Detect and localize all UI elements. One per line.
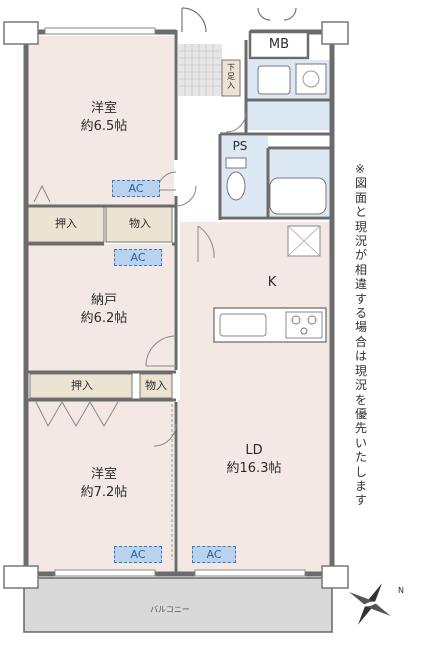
toilet-bowl	[226, 171, 246, 201]
balcony-area	[23, 577, 333, 633]
western-room-2-area	[28, 400, 174, 572]
ac-western-room-2: AC	[114, 546, 162, 563]
mb-label: MB	[268, 37, 290, 52]
western-room-1-size: 約6.5帖	[80, 118, 128, 134]
mb-box	[248, 30, 310, 60]
monoire-1-area	[105, 205, 173, 243]
interior-walls	[26, 30, 332, 574]
shoe-box-area	[221, 59, 241, 97]
burner-1	[291, 315, 301, 325]
oshiire-2-label: 押入	[71, 379, 93, 392]
burner-2	[307, 315, 317, 325]
oshiire-2-area	[29, 373, 133, 399]
kitchen-label: K	[267, 275, 277, 290]
washer-pan	[295, 63, 327, 95]
western-room-1-label: 洋室 約6.5帖	[68, 100, 140, 135]
ac-storage-room: AC	[114, 249, 162, 266]
ld-k-area	[178, 222, 330, 572]
pillars	[3, 21, 349, 589]
compass-north-label: N	[398, 586, 404, 595]
shoe-box-label: 下足入	[227, 63, 235, 91]
door-swings	[145, 111, 247, 447]
western-room-2-name: 洋室	[90, 467, 117, 482]
western-room-2-size: 約7.2帖	[80, 484, 128, 500]
closet-folding-doors	[33, 184, 119, 428]
ac-western-room-1: AC	[112, 180, 160, 197]
ac-ld: AC	[192, 546, 236, 563]
ld-size: 約16.3帖	[226, 460, 282, 476]
washer-drain	[302, 70, 320, 88]
entrance-door	[181, 7, 297, 33]
toilet-area	[220, 136, 268, 216]
monoire-1-label: 物入	[129, 217, 151, 230]
disclaimer-note: ※図面と現況が相違する場合は現況を優先いたします	[355, 162, 368, 508]
ld-name: LD	[245, 443, 263, 458]
ld-label: LD 約16.3帖	[216, 442, 292, 477]
western-room-1-name: 洋室	[90, 101, 117, 116]
windows	[44, 27, 306, 577]
ps-label: PS	[232, 139, 248, 153]
storage-room-label: 納戸 約6.2帖	[68, 292, 140, 327]
oshiire-1-label: 押入	[55, 217, 77, 230]
burner-3	[300, 327, 308, 335]
compass-rose	[349, 583, 391, 625]
western-room-1-area	[28, 36, 174, 206]
monoire-2-label: 物入	[145, 379, 167, 392]
storage-room-name: 納戸	[90, 293, 117, 308]
balcony-label: バルコニー	[150, 605, 190, 614]
bathtub	[269, 177, 327, 215]
wash-basin	[257, 65, 291, 95]
fridge-cross	[287, 225, 321, 257]
monoire-2-area	[139, 373, 173, 399]
kitchen-sink	[219, 313, 267, 337]
storage-room-size: 約6.2帖	[80, 310, 128, 326]
western-room-2-label: 洋室 約7.2帖	[68, 466, 140, 501]
entrance-tiles	[178, 44, 222, 96]
entrance-tile-grid	[178, 44, 222, 96]
toilet-tank	[225, 157, 247, 169]
